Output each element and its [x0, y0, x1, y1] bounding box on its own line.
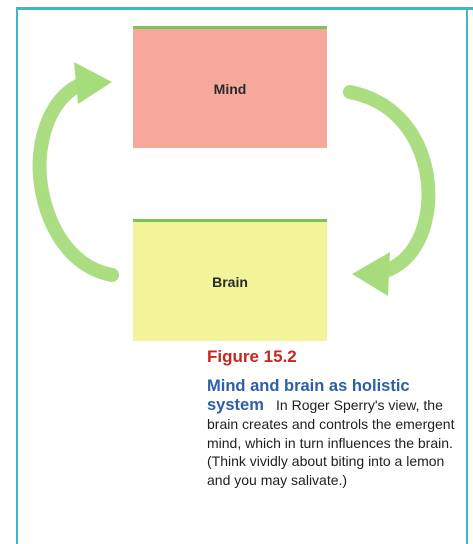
frame-left-rule [16, 7, 18, 544]
figure-caption: Mind and brain as holistic system In Rog… [207, 377, 465, 489]
figure-number: Figure 15.2 [207, 347, 297, 366]
brain-box: Brain [133, 219, 327, 341]
mind-to-brain-arrow-body [343, 85, 436, 279]
frame-right-rule [466, 7, 468, 544]
frame-top-rule [16, 7, 473, 10]
mind-box: Mind [133, 26, 327, 148]
caption-title: Mind and brain as holistic system [207, 377, 410, 414]
mind-label: Mind [213, 80, 247, 97]
caption-body: In Roger Sperry's view, the brain create… [207, 397, 455, 488]
brain-to-mind-arrowhead [74, 62, 112, 104]
brain-label: Brain [212, 273, 248, 290]
brain-to-mind-arrow-body [32, 77, 119, 282]
mind-to-brain-arrowhead [352, 252, 390, 296]
